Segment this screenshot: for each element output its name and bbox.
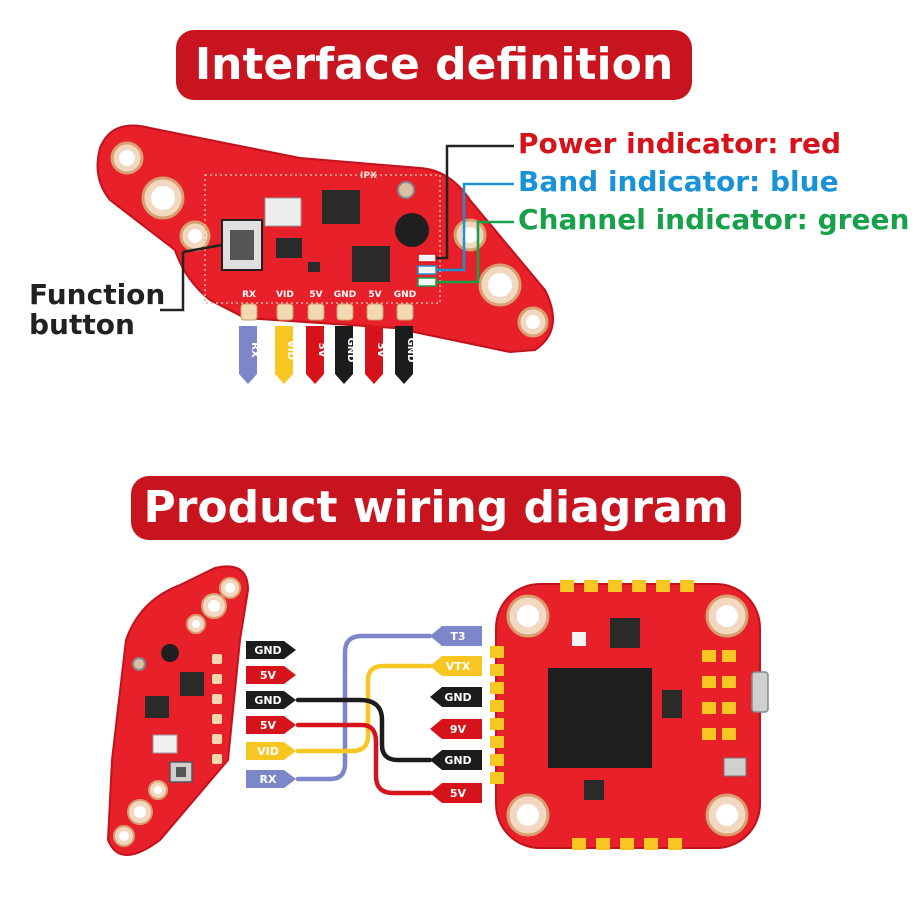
- ipx-silk-label: IPX: [360, 171, 377, 181]
- power-indicator-label: Power indicator: red: [518, 127, 842, 160]
- chip: [352, 246, 390, 282]
- wire-5v-5v: [295, 722, 433, 796]
- band-indicator-label: Band indicator: blue: [518, 165, 839, 198]
- svg-text:5V: 5V: [260, 669, 277, 682]
- wires: [295, 633, 433, 796]
- svg-text:5V: 5V: [260, 719, 277, 732]
- interface-definition-banner: Interface definition: [176, 30, 692, 100]
- svg-text:RX: RX: [260, 773, 277, 786]
- wire-vid-vtx: [295, 663, 433, 754]
- vtx-board-bottom: [106, 565, 250, 856]
- solder-pad: [396, 303, 414, 321]
- band-led: [417, 265, 437, 275]
- svg-text:GND: GND: [444, 691, 471, 704]
- pin-tag-5v: 5V: [365, 326, 386, 384]
- pad-silk-label: GND: [394, 290, 416, 300]
- svg-text:T3: T3: [450, 630, 465, 643]
- fc-wire-tag: GND: [430, 750, 482, 770]
- solder-pad: [240, 303, 258, 321]
- usb-port: [751, 671, 769, 713]
- function-button-callout: [160, 252, 185, 312]
- mcu-chip: [548, 668, 652, 768]
- function-button-label: Function button: [29, 280, 165, 340]
- pad-silk-label: RX: [242, 290, 256, 300]
- vtx-wire-tag: VID: [246, 742, 296, 760]
- wire-gnd-gnd: [295, 697, 433, 763]
- svg-text:GND: GND: [345, 338, 356, 363]
- svg-text:5V: 5V: [450, 787, 467, 800]
- pad-silk-label: VID: [276, 290, 294, 300]
- fc-wire-tag: 5V: [430, 783, 482, 803]
- solder-pad: [307, 303, 325, 321]
- svg-text:GND: GND: [444, 754, 471, 767]
- function-button-label-line1: Function: [29, 278, 166, 311]
- power-led: [417, 253, 437, 263]
- pad-silk-label: 5V: [309, 290, 322, 300]
- channel-indicator-label: Channel indicator: green: [518, 203, 910, 236]
- svg-text:9V: 9V: [450, 723, 467, 736]
- svg-text:5V: 5V: [375, 343, 386, 358]
- vtx-wire-tags: GND 5V GND 5V VID RX: [246, 641, 296, 788]
- pin-tag-5v: 5V: [306, 326, 327, 384]
- pin-tags: RX VID 5V GND 5V GND: [239, 326, 416, 384]
- pin-tag-gnd: GND: [335, 326, 356, 384]
- band-indicator-callout: [436, 182, 514, 272]
- fc-wire-tag: GND: [430, 687, 482, 707]
- pad-silk-label: GND: [334, 290, 356, 300]
- callout-lines: [160, 144, 514, 312]
- vtx-board-top: IPX RX VID 5V GND 5V GND: [96, 124, 554, 354]
- channel-led: [417, 277, 437, 287]
- inductor: [395, 213, 429, 247]
- flight-controller: [490, 580, 769, 850]
- svg-text:5V: 5V: [316, 343, 327, 358]
- vtx-wire-tag: RX: [246, 770, 296, 788]
- fc-wire-tags: T3 VTX GND 9V GND 5V: [430, 626, 482, 803]
- ipx-connector: [397, 181, 415, 199]
- svg-text:VTX: VTX: [446, 660, 471, 673]
- vtx-wire-tag: 5V: [246, 666, 296, 684]
- channel-indicator-callout: [436, 220, 514, 284]
- solder-pad: [276, 303, 294, 321]
- fc-wire-tag: VTX: [430, 656, 482, 676]
- svg-text:GND: GND: [405, 338, 416, 363]
- wire-rx-t3: [295, 633, 433, 782]
- vtx-wire-tag: GND: [246, 691, 296, 709]
- fc-wire-tag: T3: [430, 626, 482, 646]
- power-indicator-callout: [436, 144, 514, 260]
- solder-pad: [336, 303, 354, 321]
- pin-tag-vid: VID: [275, 326, 296, 384]
- solder-pad: [366, 303, 384, 321]
- svg-text:VID: VID: [257, 745, 279, 758]
- function-button-label-line2: button: [29, 308, 135, 341]
- chip: [322, 190, 360, 224]
- vtx-wire-tag: GND: [246, 641, 296, 659]
- svg-text:GND: GND: [254, 644, 281, 657]
- vtx-wire-tag: 5V: [246, 716, 296, 734]
- pin-tag-gnd: GND: [395, 326, 416, 384]
- svg-text:RX: RX: [249, 342, 260, 358]
- pad-silk-label: 5V: [368, 290, 381, 300]
- wiring-diagram-banner: Product wiring diagram: [131, 476, 741, 540]
- svg-text:VID: VID: [285, 340, 296, 360]
- pin-tag-rx: RX: [239, 326, 260, 384]
- fc-wire-tag: 9V: [430, 719, 482, 739]
- svg-text:GND: GND: [254, 694, 281, 707]
